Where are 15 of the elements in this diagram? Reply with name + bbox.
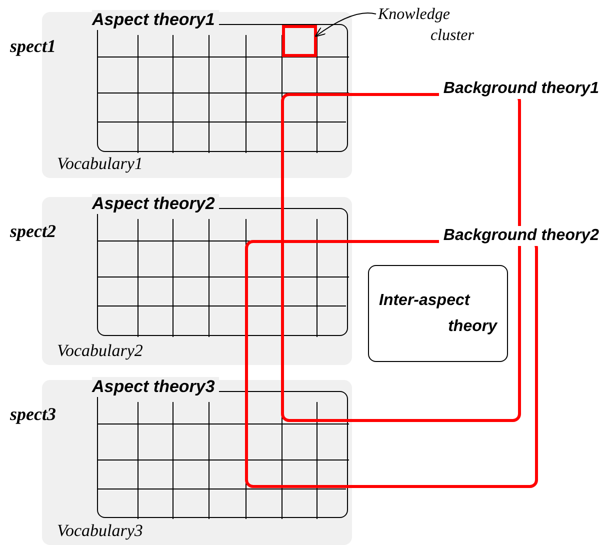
vocabulary-label: Vocabulary3 xyxy=(57,521,143,541)
grid-title: Aspect theory2 xyxy=(92,194,219,214)
frame-title: Background theory1 xyxy=(439,79,601,99)
aspect-label: spect1 xyxy=(10,36,56,56)
aspect-label: spect2 xyxy=(10,221,56,241)
vocabulary-label: Vocabulary1 xyxy=(57,154,143,174)
grid-title: Aspect theory3 xyxy=(92,377,219,397)
aspect-label: spect3 xyxy=(10,404,56,424)
note-text: Knowledge cluster xyxy=(378,5,474,46)
theory-box xyxy=(368,265,508,362)
knowledge-cluster-square xyxy=(282,25,317,57)
grid-title: Aspect theory1 xyxy=(92,10,219,30)
box-text: Inter-aspect theory xyxy=(379,290,497,336)
frame-title: Background theory2 xyxy=(439,226,601,246)
vocabulary-label: Vocabulary2 xyxy=(57,341,143,361)
